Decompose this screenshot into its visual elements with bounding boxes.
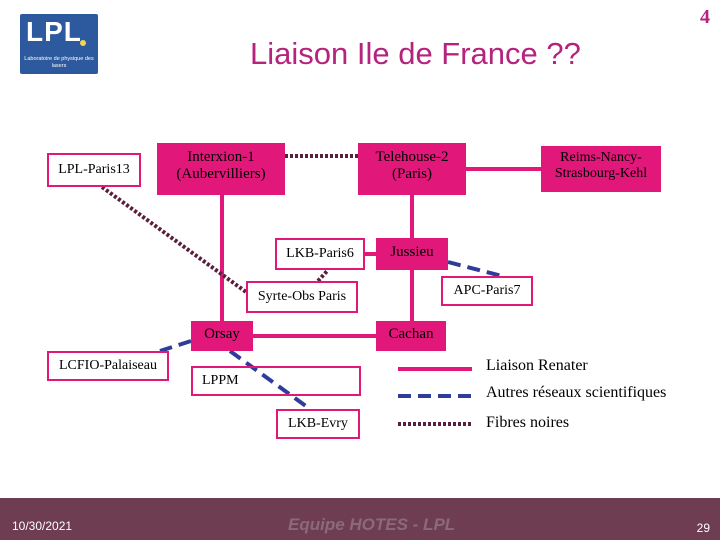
node-reims-nancy: Reims-Nancy-Strasbourg-Kehl <box>541 146 661 192</box>
node-jussieu: Jussieu <box>376 238 448 270</box>
node-label: Cachan <box>388 326 434 342</box>
node-orsay: Orsay <box>191 321 253 351</box>
node-lkb-evry: LKB-Evry <box>276 409 360 439</box>
node-label: Orsay <box>204 326 240 342</box>
node-lpl-paris13: LPL-Paris13 <box>47 153 141 187</box>
node-label: Interxion-1 (Aubervilliers) <box>176 149 266 183</box>
logo-subtitle: Laboratoire de physique des lasers <box>24 56 94 69</box>
node-lppm: LPPM <box>191 366 361 396</box>
link-jussieu-apc <box>447 260 503 278</box>
link-orsay-lcfio <box>159 339 192 353</box>
lpl-logo: LPL Laboratoire de physique des lasers <box>20 14 98 74</box>
logo-dot-icon <box>80 40 86 46</box>
node-label: LPPM <box>202 373 239 388</box>
footer-bar: 10/30/2021 Equipe HOTES - LPL 29 <box>0 498 720 540</box>
node-label: Syrte-Obs Paris <box>257 289 347 304</box>
node-interxion: Interxion-1 (Aubervilliers) <box>157 143 285 195</box>
legend-scientific-label: Autres réseaux scientifiques <box>486 384 667 401</box>
node-label: LCFIO-Palaiseau <box>59 358 157 373</box>
node-label: APC-Paris7 <box>453 283 521 298</box>
footer-page-number: 29 <box>696 521 710 535</box>
slide-title: Liaison Ile de France ?? <box>250 36 581 71</box>
link-syrte-lkb6 <box>316 268 330 283</box>
link-orsay-lkbevry <box>228 349 312 411</box>
legend-renater-label: Liaison Renater <box>486 357 588 374</box>
logo-text: LPL <box>26 16 82 47</box>
footer-date: 10/30/2021 <box>12 519 73 533</box>
node-cachan: Cachan <box>376 321 446 351</box>
footer-team: Equipe HOTES - LPL <box>288 515 456 534</box>
node-lkb-paris6: LKB-Paris6 <box>275 238 365 270</box>
node-label: Telehouse-2 (Paris) <box>375 149 449 183</box>
node-apc-paris7: APC-Paris7 <box>441 276 533 306</box>
node-telehouse: Telehouse-2 (Paris) <box>358 143 466 195</box>
node-label: LKB-Evry <box>288 416 348 431</box>
node-label: LKB-Paris6 <box>286 246 354 261</box>
node-syrte-obs: Syrte-Obs Paris <box>246 281 358 313</box>
legend-fibre-label: Fibres noires <box>486 414 570 431</box>
node-label: LPL-Paris13 <box>58 162 130 177</box>
node-label: Jussieu <box>390 244 434 260</box>
node-lcfio-palaiseau: LCFIO-Palaiseau <box>47 351 169 381</box>
slide-number: 4 <box>700 6 710 28</box>
node-label: Reims-Nancy-Strasbourg-Kehl <box>554 150 648 182</box>
